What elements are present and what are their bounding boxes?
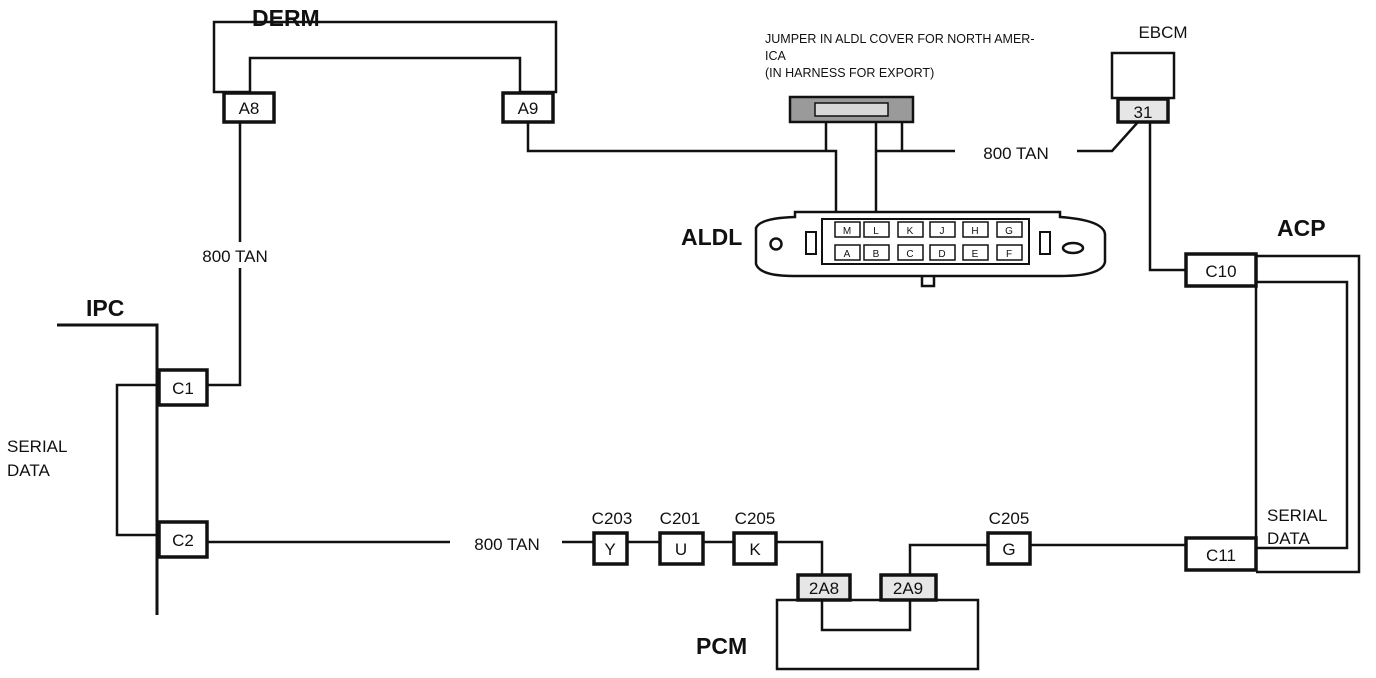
ipc-label: IPC xyxy=(86,295,124,321)
wire-label-bg xyxy=(180,242,300,268)
ebcm-module xyxy=(1110,51,1176,100)
aldl-pin: E xyxy=(972,249,979,260)
aldl-pin: K xyxy=(907,226,914,237)
aldl-pin: D xyxy=(938,249,945,260)
jumper-note-line1: JUMPER IN ALDL COVER FOR NORTH AMER- xyxy=(765,32,1034,46)
connector-2a8: 2A8 xyxy=(796,573,852,602)
aldl-pins-bottom: A B C D E F xyxy=(834,244,1023,261)
wire-pcm-to-c11 xyxy=(908,543,1186,575)
inline-connector-y: Y xyxy=(592,531,629,566)
aldl-pin: J xyxy=(940,226,945,237)
aldl-label: ALDL xyxy=(681,224,742,250)
ipc-serial-data-loop xyxy=(115,383,157,537)
connector-c10: C10 xyxy=(1184,252,1258,288)
connector-2a8-label: 2A8 xyxy=(809,579,839,598)
connector-31-label: 31 xyxy=(1134,103,1153,122)
serial-data-left-line1: SERIAL xyxy=(7,437,67,456)
pin-k-label: K xyxy=(749,540,761,559)
wire-aldl-to-ebcm xyxy=(874,121,1139,215)
c205-right-label: C205 xyxy=(989,509,1030,528)
wire-label-tan-ipc: 800 TAN xyxy=(474,535,540,554)
connector-a9-label: A9 xyxy=(518,99,539,118)
connector-c11: C11 xyxy=(1184,536,1258,572)
acp-label: ACP xyxy=(1277,215,1326,241)
aldl-pins-top: M L K J H G xyxy=(834,221,1023,238)
wire-label-tan-ebcm: 800 TAN xyxy=(983,144,1049,163)
derm-module xyxy=(212,20,558,94)
pin-y-label: Y xyxy=(604,540,615,559)
connector-c1: C1 xyxy=(157,368,209,407)
connector-c2: C2 xyxy=(157,520,209,559)
connector-c2-label: C2 xyxy=(172,531,194,550)
connector-2a9-label: 2A9 xyxy=(893,579,923,598)
connector-31: 31 xyxy=(1116,97,1170,124)
serial-data-right-line1: SERIAL xyxy=(1267,506,1327,525)
jumper-note-line2: ICA xyxy=(765,49,787,63)
ebcm-label: EBCM xyxy=(1138,23,1187,42)
pin-g-label: G xyxy=(1002,540,1015,559)
derm-label: DERM xyxy=(252,5,320,31)
inline-connector-k: K xyxy=(732,531,778,566)
connector-a9: A9 xyxy=(501,91,555,124)
connector-a8: A8 xyxy=(222,91,276,124)
aldl-jumper xyxy=(788,95,915,151)
connector-c10-label: C10 xyxy=(1205,262,1236,281)
connector-c1-label: C1 xyxy=(172,379,194,398)
connector-2a9: 2A9 xyxy=(879,573,938,602)
acp-module xyxy=(1254,254,1361,574)
inline-connector-g: G xyxy=(986,531,1032,566)
pcm-label: PCM xyxy=(696,633,747,659)
aldl-pin: C xyxy=(906,249,913,260)
wire-label-tan-derm: 800 TAN xyxy=(202,247,268,266)
wire-derm-a8-to-c1 xyxy=(206,122,242,387)
aldl-pin: H xyxy=(971,226,978,237)
aldl-pin: A xyxy=(844,249,851,260)
aldl-pin: M xyxy=(843,226,851,237)
aldl-pin: B xyxy=(873,249,880,260)
connector-a8-label: A8 xyxy=(239,99,260,118)
jumper-note-line3: (IN HARNESS FOR EXPORT) xyxy=(765,66,934,80)
c201-label: C201 xyxy=(660,509,701,528)
aldl-pin: L xyxy=(873,226,879,237)
wire-ebcm-to-c10 xyxy=(1148,122,1186,272)
aldl-pin: F xyxy=(1006,249,1012,260)
serial-data-left-line2: DATA xyxy=(7,461,50,480)
wire-derm-a9-to-aldl xyxy=(526,122,838,215)
pin-u-label: U xyxy=(675,540,687,559)
pcm-module xyxy=(775,598,980,671)
inline-connector-u: U xyxy=(658,531,705,566)
c205-left-label: C205 xyxy=(735,509,776,528)
wire-c2-to-pcm xyxy=(207,540,824,575)
c203-label: C203 xyxy=(592,509,633,528)
connector-c11-label: C11 xyxy=(1206,546,1236,565)
serial-data-right-line2: DATA xyxy=(1267,529,1310,548)
aldl-pin: G xyxy=(1005,226,1013,237)
ipc-module xyxy=(57,323,159,615)
